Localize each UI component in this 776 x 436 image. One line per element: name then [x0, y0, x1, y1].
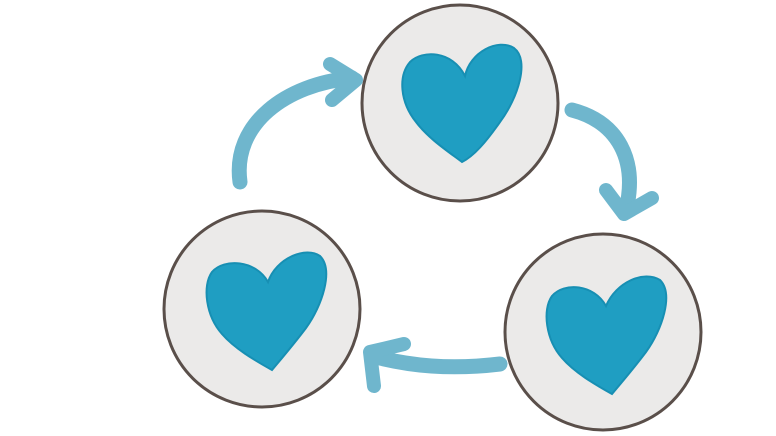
cycle-node-left [162, 209, 362, 409]
cycle-node-top [360, 3, 560, 203]
arrow-top-to-right-head [599, 183, 659, 221]
heart-icon [205, 251, 328, 372]
arrow-right-to-left-head [363, 337, 411, 393]
heart-icon [545, 275, 668, 396]
heart-icon [401, 43, 523, 164]
arrow-top-to-right [564, 102, 659, 221]
arrow-left-to-top [231, 57, 363, 190]
arrow-left-to-top-head [323, 57, 363, 107]
arrow-left-to-top-shaft [231, 70, 360, 190]
arrow-right-to-left [363, 337, 508, 393]
arrow-right-to-left-shaft [364, 348, 508, 375]
cycle-node-right [503, 232, 703, 432]
arrow-top-to-right-shaft [564, 102, 637, 218]
